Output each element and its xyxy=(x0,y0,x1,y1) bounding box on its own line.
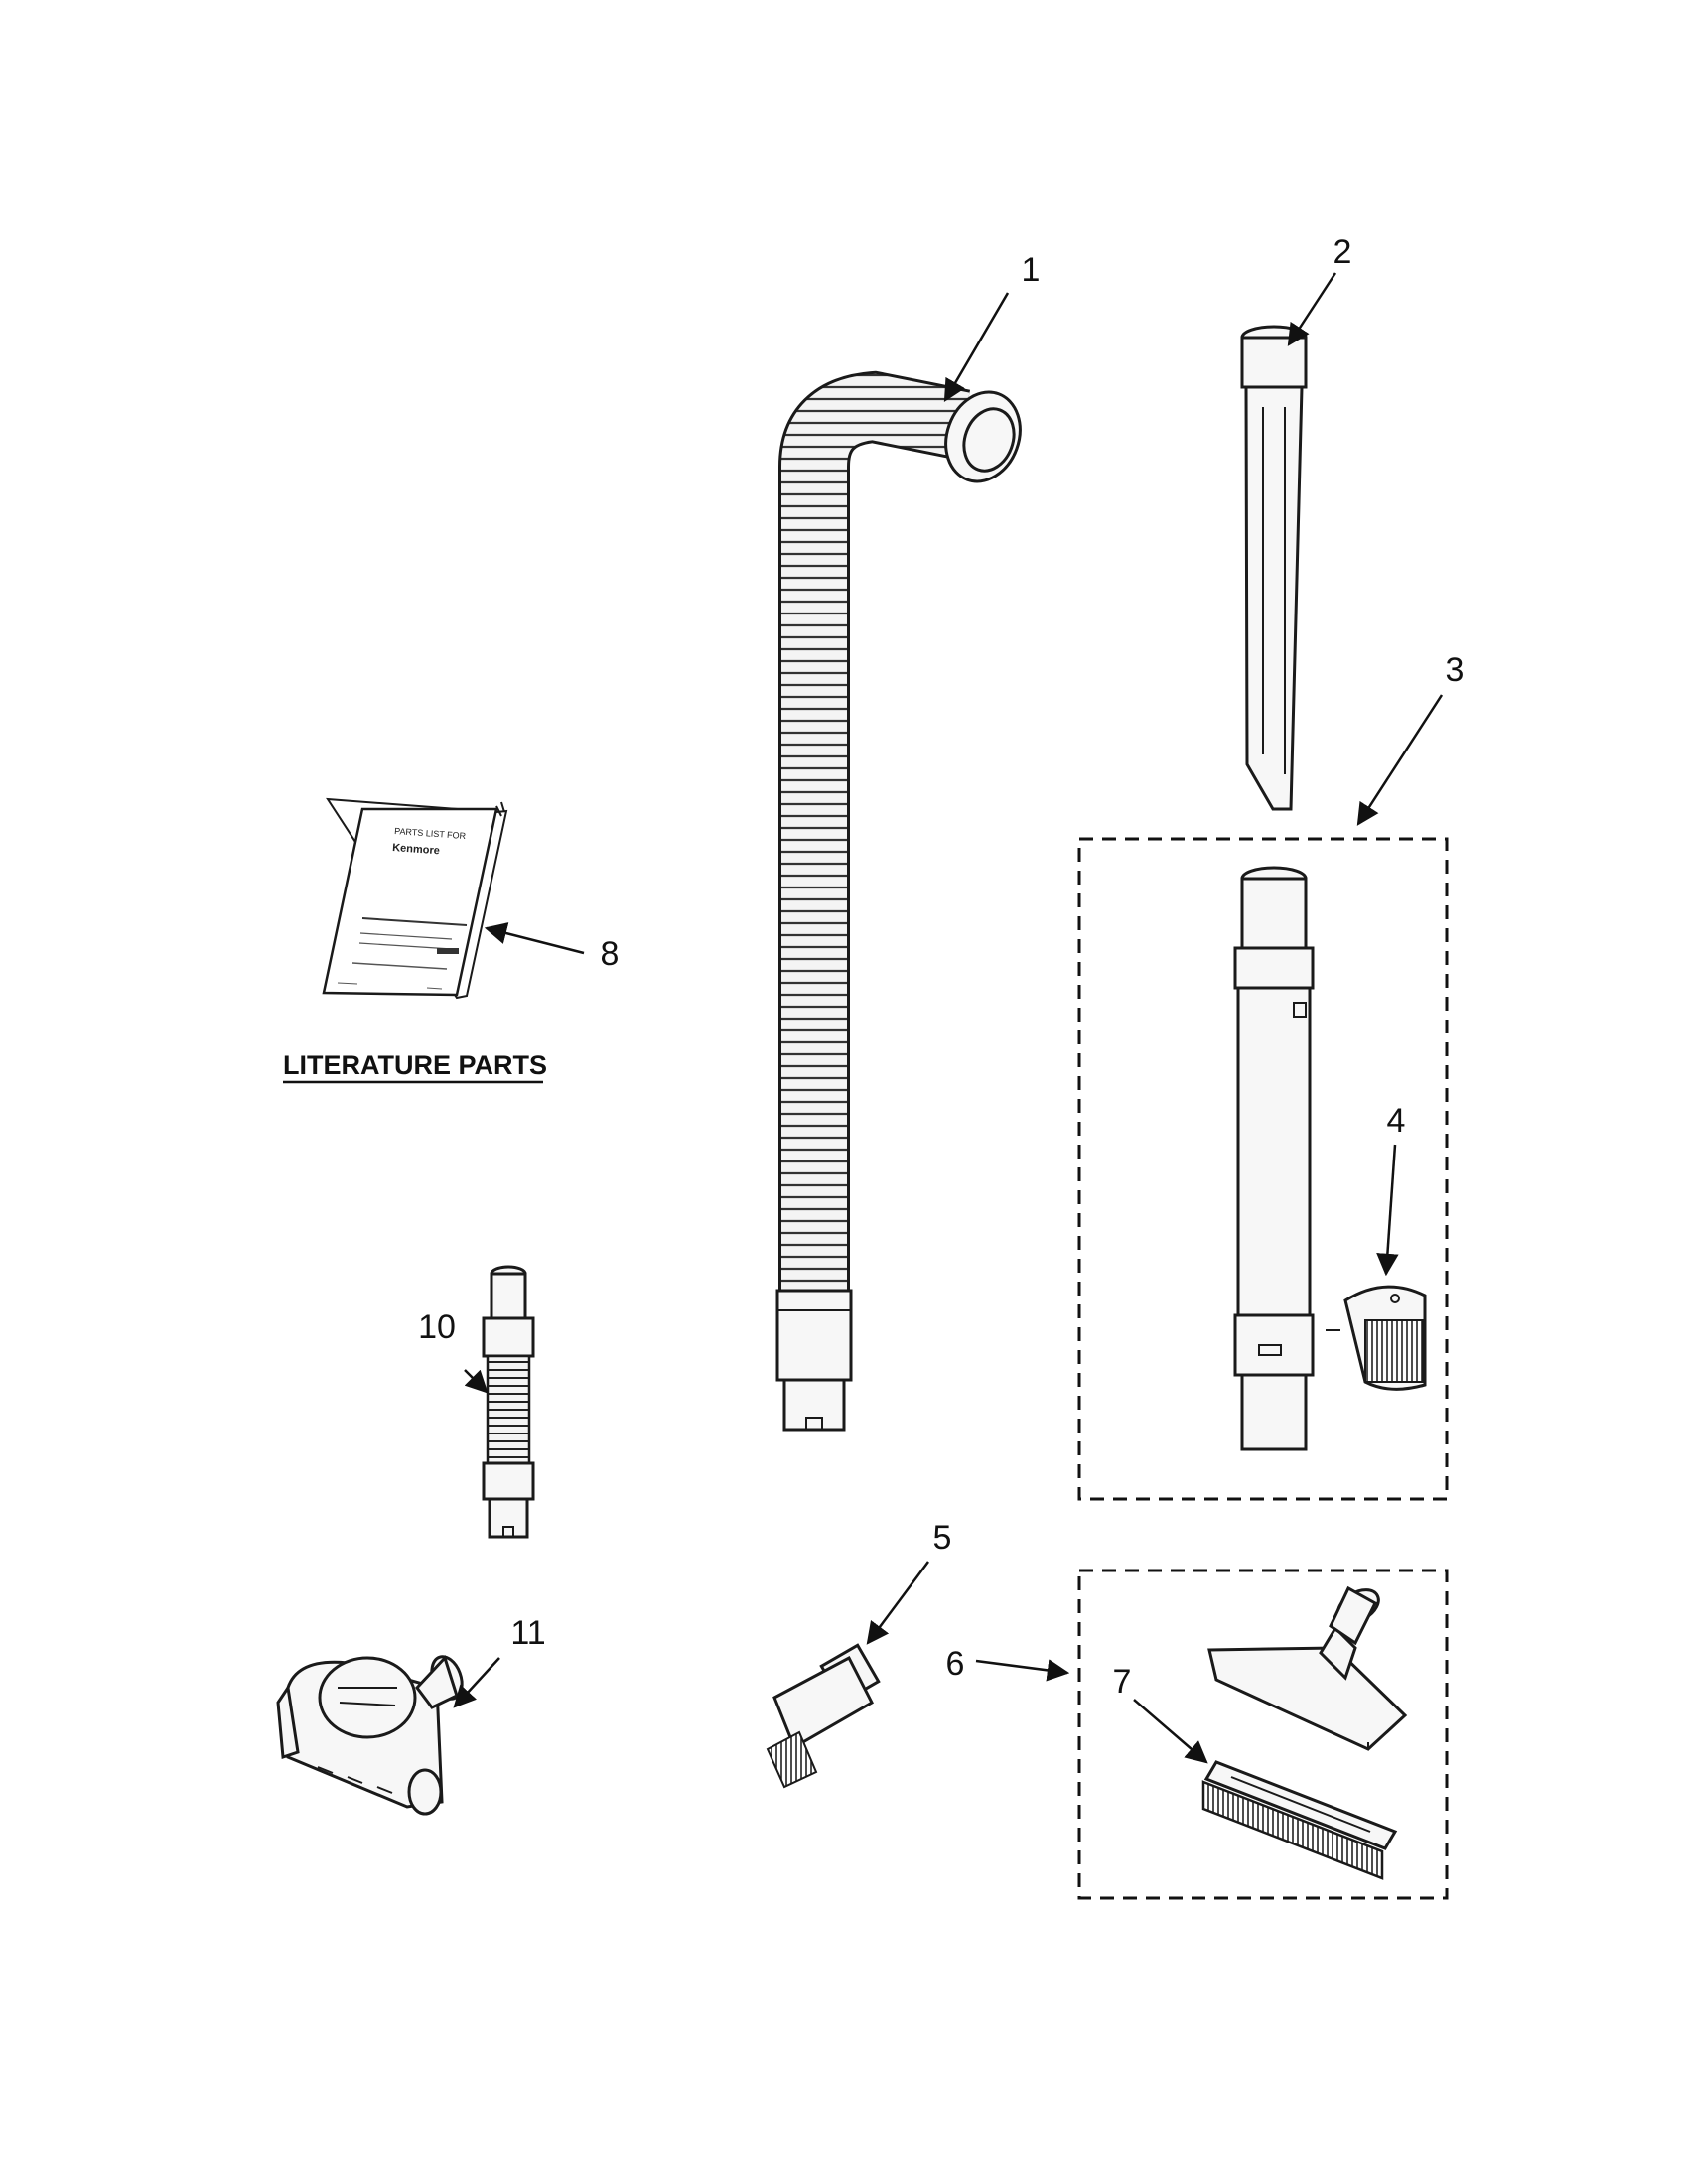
leader-4 xyxy=(1376,1144,1399,1277)
extension-wand-icon xyxy=(1233,866,1315,1451)
booklet-title-line2: Kenmore xyxy=(392,842,440,857)
callout-6: 6 xyxy=(946,1645,965,1683)
leader-11 xyxy=(453,1657,500,1708)
callout-1: 1 xyxy=(1022,251,1041,289)
callout-7: 7 xyxy=(1113,1663,1132,1701)
turbo-brush-icon xyxy=(276,1655,464,1816)
floor-tool-icon xyxy=(1207,1585,1408,1751)
callout-3: 3 xyxy=(1446,651,1465,689)
callout-11: 11 xyxy=(510,1614,545,1652)
callout-4: 4 xyxy=(1387,1102,1406,1140)
extension-wand-kit-box xyxy=(1077,837,1449,1501)
leader-2 xyxy=(1287,272,1337,346)
leader-1 xyxy=(943,292,1010,402)
leader-6 xyxy=(975,1659,1070,1682)
leader-5 xyxy=(866,1561,930,1645)
literature-parts-heading: LITERATURE PARTS xyxy=(283,1050,547,1080)
stair-hose-icon xyxy=(482,1265,535,1539)
leader-8 xyxy=(484,922,585,955)
leader-10 xyxy=(464,1369,489,1394)
callout-2: 2 xyxy=(1333,233,1352,271)
floor-brush-insert-icon xyxy=(1201,1760,1398,1880)
crevice-tool-icon xyxy=(1240,325,1308,811)
floor-tool-kit-box xyxy=(1077,1569,1449,1900)
leader-lines xyxy=(453,272,1444,1764)
callout-5: 5 xyxy=(933,1519,952,1557)
wand-clip-icon xyxy=(1326,1285,1427,1391)
callout-10: 10 xyxy=(418,1308,456,1346)
callout-numbers: 1 2 3 4 5 6 7 8 10 11 xyxy=(418,233,1464,1701)
leader-7 xyxy=(1133,1699,1208,1764)
dusting-brush-icon xyxy=(766,1643,881,1789)
parts-list-booklet-icon: PARTS LIST FOR Kenmore xyxy=(322,797,508,1000)
callout-8: 8 xyxy=(601,935,620,973)
leader-3 xyxy=(1356,694,1444,826)
hose-icon xyxy=(775,370,1022,1432)
